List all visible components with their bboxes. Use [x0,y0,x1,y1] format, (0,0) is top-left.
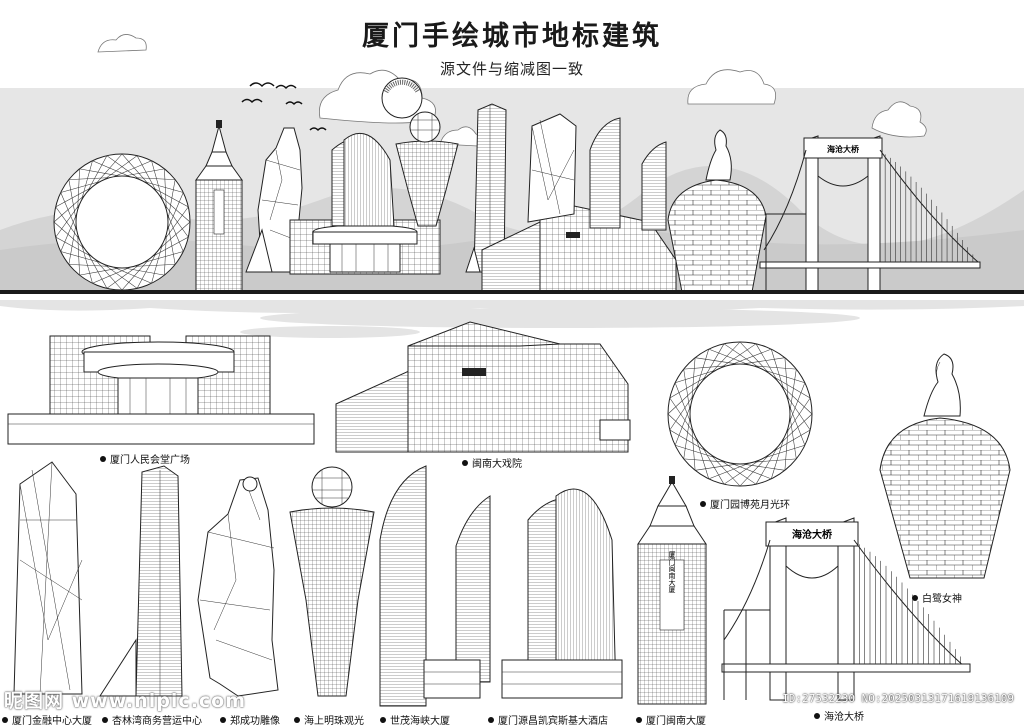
bullet-icon [380,717,386,723]
egret-goddess-top [667,129,767,293]
peoples-hall-top [289,219,441,275]
pearl-tower-detail [289,466,375,697]
watermark-site: 昵图网 www.nipic.com [4,690,247,712]
minnan-theatre-detail [335,321,631,453]
page-subtitle: 源文件与缩减图一致 [439,60,584,78]
caption-xinglin-center: 杏林湾商务营运中心 [102,712,202,727]
bullet-icon [814,713,820,719]
bridge-sign-detail: 海沧大桥 [792,528,833,541]
minnan-tower-top [195,120,243,293]
caption-peoples-hall: 厦门人民会堂广场 [100,451,190,466]
egret-goddess-detail [879,353,1011,579]
minnan-tower-detail [637,476,707,705]
top-skyline: 海沧大桥 [0,103,1024,294]
bullet-icon [636,717,642,723]
peoples-hall-detail [7,335,315,445]
caption-financial-center: 厦门金融中心大厦 [2,712,92,727]
bullet-icon [294,717,300,723]
pearl-tower-top [395,111,459,227]
tower-sign-detail: 厦门闽南大厦 [668,551,676,593]
koxinga-statue-detail [197,476,279,697]
caption-egret-goddess: 白鹭女神 [912,590,962,605]
xinglin-tower-detail [99,465,183,697]
bridge-sign-top: 海沧大桥 [827,144,860,154]
bullet-icon [488,717,494,723]
bullet-icon [462,460,468,466]
moonlight-ring-top [53,153,191,291]
financial-center-top [527,113,577,223]
caption-shimao-towers: 世茂海峡大厦 [380,712,450,727]
watermark-id: ID:27532230 NO:20250313171619136109 [782,692,1014,705]
bullet-icon [700,501,706,507]
caption-koxinga-statue: 郑成功雕像 [220,712,280,727]
reflection-band [0,300,1024,338]
shimao-towers-detail [379,465,491,707]
bullet-icon [912,595,918,601]
xinglin-tower-top [465,103,507,273]
sun-icon [381,77,423,119]
caption-haicang-bridge: 海沧大桥 [814,708,864,723]
caption-minnan-tower: 厦门闽南大厦 [636,712,706,727]
bullet-icon [102,717,108,723]
caption-minnan-theatre: 闽南大戏院 [462,455,522,470]
shimao-towers-top [589,117,667,231]
haicang-bridge-top [759,135,981,293]
financial-center-detail [13,461,83,695]
caption-moonlight-ring: 厦门园博苑月光环 [700,496,790,511]
bird-icon [241,82,327,132]
kempinski-hotel-top [331,132,395,227]
page-title: 厦门手绘城市地标建筑 [362,21,662,52]
caption-pearl-tower: 海上明珠观光 [294,712,364,727]
moonlight-ring-detail [667,341,813,487]
kempinski-hotel-detail [501,488,623,699]
bullet-icon [100,456,106,462]
caption-kempinski-hotel: 厦门源昌凯宾斯基大酒店 [488,712,608,727]
bullet-icon [220,717,226,723]
haicang-bridge-detail [721,517,971,701]
bullet-icon [2,717,8,723]
